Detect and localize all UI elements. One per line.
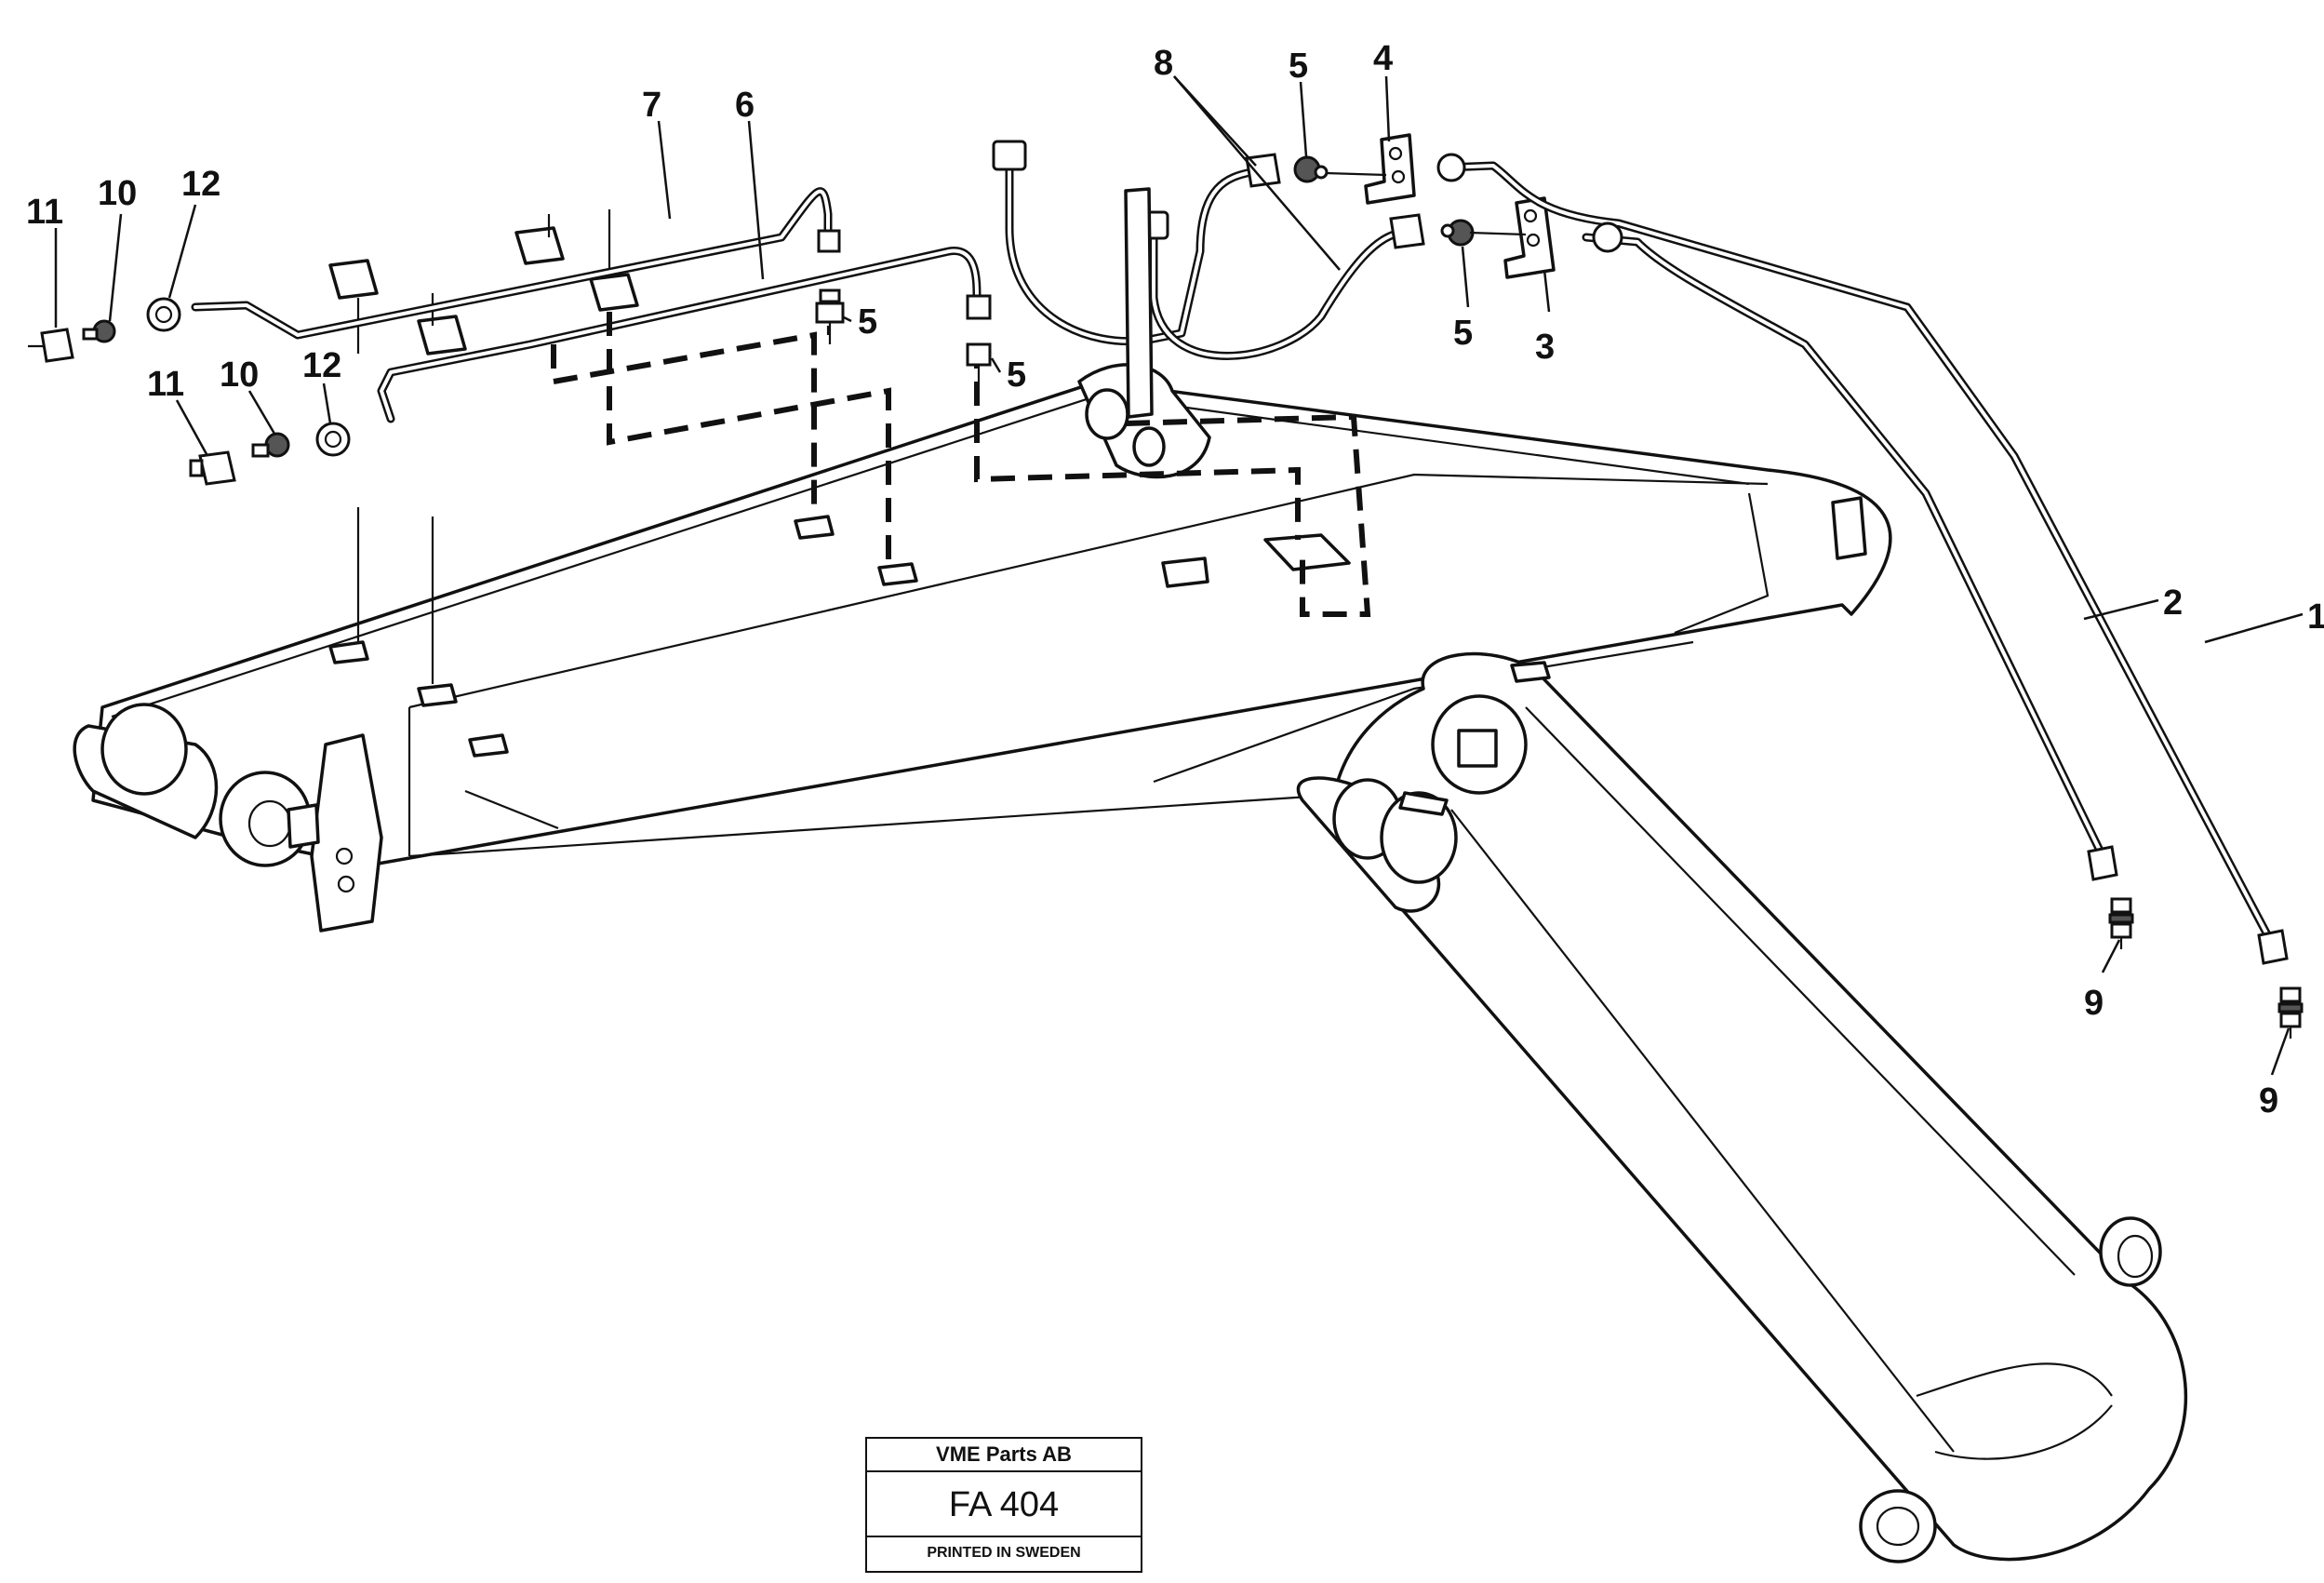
pipe-2 (1582, 233, 2107, 861)
pipe-end-fittings (1436, 153, 2289, 965)
callout-4: 4 (1373, 39, 1393, 78)
callout-12-lower: 12 (302, 346, 341, 385)
stamp-drawing-code: FA 404 (867, 1472, 1141, 1537)
title-stamp: VME Parts AB FA 404 PRINTED IN SWEDEN (865, 1437, 1142, 1573)
callout-5-bracket: 5 (1453, 314, 1473, 353)
callout-9-left: 9 (2084, 984, 2104, 1023)
dashed-routing (551, 312, 1371, 617)
callout-10-upper: 10 (98, 174, 137, 213)
stamp-printed-in: PRINTED IN SWEDEN (927, 1545, 1081, 1561)
hoses-8 (992, 140, 1425, 419)
fitting-set-upper (28, 297, 181, 363)
pipe-7 (191, 187, 833, 340)
bracket-3 (1469, 196, 1556, 279)
callout-5-pipe-a: 5 (858, 302, 877, 342)
fitting-5d (1440, 219, 1475, 247)
callout-2: 2 (2163, 584, 2183, 623)
arm (73, 363, 1892, 932)
fitting-5a (815, 229, 845, 344)
stamp-company: VME Parts AB (867, 1439, 1141, 1472)
pipe-1 (1442, 161, 2275, 945)
callout-5-pipe-b: 5 (1007, 356, 1026, 395)
bracket-4 (1325, 133, 1416, 205)
leaders (54, 75, 2304, 1076)
callout-5-top: 5 (1289, 47, 1308, 86)
clamp-pads (328, 496, 1867, 758)
callout-8: 8 (1154, 44, 1173, 83)
callout-12-upper: 12 (181, 165, 220, 204)
callout-7: 7 (642, 86, 661, 125)
callout-3: 3 (1535, 328, 1555, 367)
fitting-set-lower (189, 422, 351, 486)
callout-11-upper: 11 (26, 193, 63, 232)
callout-6: 6 (735, 86, 755, 125)
fitting-9b (2277, 986, 2304, 1039)
boom (1296, 651, 2187, 1563)
callout-10-lower: 10 (220, 356, 259, 395)
loose-pads (328, 226, 639, 356)
fitting-5c (1293, 155, 1329, 183)
fitting-9a (2108, 897, 2134, 949)
fitting-5b (966, 294, 992, 382)
callout-11-lower: 11 (147, 365, 184, 404)
pipe-6 (377, 247, 982, 423)
callout-1: 1 (2307, 597, 2324, 637)
callout-9-right: 9 (2259, 1081, 2278, 1120)
